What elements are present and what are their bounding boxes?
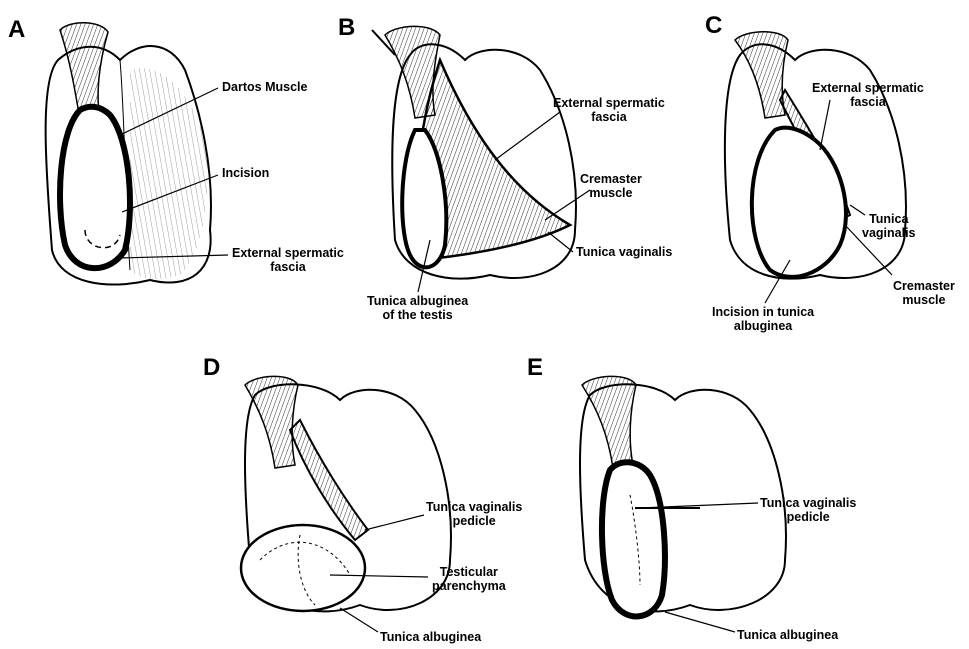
panel-b-letter: B — [338, 16, 355, 40]
label-tunica-albuginea-d: Tunica albuginea — [380, 630, 481, 644]
panel-e-letter: E — [527, 356, 543, 380]
label-tunica-albuginea-e: Tunica albuginea — [737, 628, 838, 642]
panel-d-letter: D — [203, 356, 220, 380]
label-tunica-vaginalis-b: Tunica vaginalis — [576, 245, 672, 259]
panel-c-letter: C — [705, 14, 722, 38]
label-incision: Incision — [222, 166, 269, 180]
label-dartos-muscle: Dartos Muscle — [222, 80, 307, 94]
